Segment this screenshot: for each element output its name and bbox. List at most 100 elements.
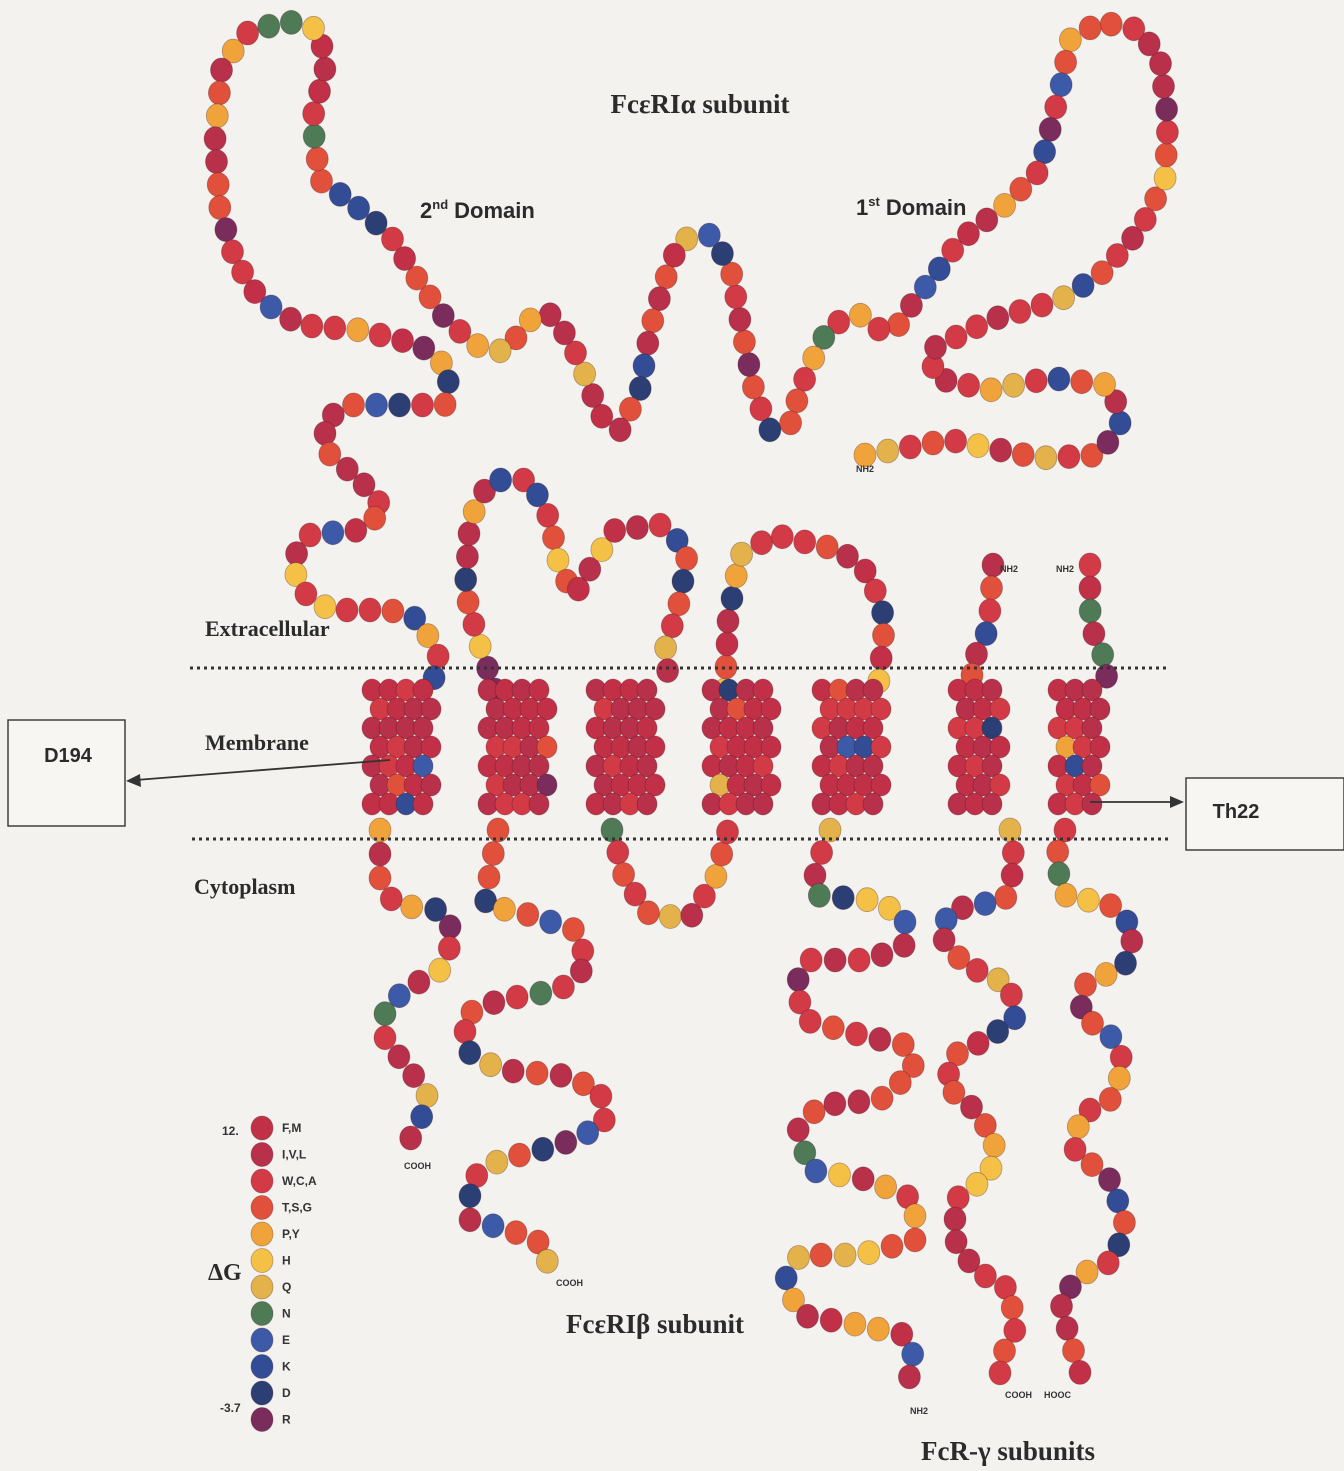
gamma-residue: [1079, 599, 1101, 623]
beta-residue: [832, 886, 854, 910]
alpha-residue: [958, 373, 980, 397]
alpha-residue: [633, 354, 655, 378]
beta-residue: [483, 991, 505, 1015]
alpha-residue: [437, 370, 459, 394]
beta-residue: [502, 1059, 524, 1083]
alpha-residue: [1079, 16, 1101, 40]
gamma1-c-terminus: COOH: [1005, 1390, 1032, 1400]
beta-residue: [902, 1342, 924, 1366]
alpha-residue: [698, 223, 720, 247]
beta-residue: [517, 903, 539, 927]
alpha-residue: [637, 331, 659, 355]
gamma-residue: [1063, 1339, 1085, 1363]
beta-residue: [626, 516, 648, 540]
beta-residue: [822, 1016, 844, 1040]
gamma-residue: [966, 1172, 988, 1196]
beta-residue: [463, 612, 485, 636]
alpha-residue: [374, 1002, 396, 1026]
alpha-residue: [301, 314, 323, 338]
gamma-residue: [1067, 1115, 1089, 1139]
helix-residue: [529, 793, 549, 815]
alpha-residue: [324, 316, 346, 340]
alpha-residue: [1058, 445, 1080, 469]
legend-label: Q: [282, 1280, 291, 1294]
beta-residue: [480, 1053, 502, 1077]
beta-residue: [547, 548, 569, 572]
beta-residue: [870, 646, 892, 670]
alpha-residue: [439, 915, 461, 939]
beta-residue: [562, 918, 584, 942]
alpha-residue: [1003, 373, 1025, 397]
beta-residue: [482, 1214, 504, 1238]
beta-residue: [771, 525, 793, 549]
alpha-residue: [207, 173, 229, 197]
d194-arrowhead: [126, 774, 141, 787]
alpha-residue: [401, 895, 423, 919]
alpha-residue: [877, 439, 899, 463]
alpha-residue: [888, 313, 910, 337]
gamma-residue: [983, 1133, 1005, 1157]
alpha-residue: [408, 970, 430, 994]
beta-residue: [889, 1071, 911, 1095]
alpha-residue: [348, 196, 370, 220]
alpha-residue: [1053, 286, 1075, 310]
beta-residue: [829, 1163, 851, 1187]
legend-swatch: [251, 1328, 273, 1352]
alpha-residue: [314, 57, 336, 81]
alpha-residue: [343, 393, 365, 417]
beta-residue: [805, 1159, 827, 1183]
beta-residue: [552, 975, 574, 999]
beta-residue: [811, 841, 833, 865]
beta-residue: [530, 981, 552, 1005]
alpha-residue: [794, 367, 816, 391]
beta-residue: [856, 888, 878, 912]
gamma-residue: [1001, 1296, 1023, 1320]
beta-residue: [657, 659, 679, 683]
beta-residue: [881, 1234, 903, 1258]
alpha-residue: [280, 10, 302, 34]
beta-residue: [457, 590, 479, 614]
alpha-residue: [642, 309, 664, 333]
alpha-residue: [347, 318, 369, 342]
alpha-subunit-title: FcεRIα subunit: [611, 89, 790, 119]
alpha-residue: [374, 1026, 396, 1050]
legend-swatch: [251, 1355, 273, 1379]
beta-residue: [731, 542, 753, 566]
legend-label: R: [282, 1413, 291, 1427]
alpha-residue: [663, 243, 685, 267]
alpha-residue: [429, 958, 451, 982]
beta-subunit-title: FcεRIβ subunit: [566, 1309, 744, 1339]
alpha-residue: [303, 16, 325, 40]
beta-residue: [715, 655, 737, 679]
alpha-residue: [966, 315, 988, 339]
alpha-residue: [400, 1126, 422, 1150]
alpha-residue: [295, 582, 317, 606]
beta-residue: [672, 569, 694, 593]
alpha-residue: [434, 393, 456, 417]
gamma-residue: [1079, 553, 1101, 577]
gamma-residue: [1081, 1153, 1103, 1177]
gamma-residue: [974, 1264, 996, 1288]
gamma-residue: [944, 1207, 966, 1231]
alpha-residue: [729, 307, 751, 331]
gamma-subunits-title: FcR-γ subunits: [921, 1436, 1095, 1466]
gamma1-n-terminus: NH2: [1000, 564, 1018, 574]
beta-residue: [775, 1266, 797, 1290]
alpha-residue: [303, 124, 325, 148]
gamma-residue: [979, 599, 1001, 623]
alpha-residue: [786, 389, 808, 413]
beta-residue: [872, 601, 894, 625]
th22-callout-box: [1186, 778, 1344, 850]
alpha-residue: [803, 346, 825, 370]
gamma-residue: [1092, 643, 1114, 667]
alpha-residue: [750, 397, 772, 421]
beta-residue: [537, 503, 559, 527]
beta-residue: [892, 1033, 914, 1057]
gamma-residue: [995, 885, 1017, 909]
d194-arrow: [136, 760, 390, 780]
alpha-residue: [1134, 207, 1156, 231]
beta-residue: [894, 910, 916, 934]
alpha-residue: [1154, 166, 1176, 190]
alpha-residue: [280, 307, 302, 331]
